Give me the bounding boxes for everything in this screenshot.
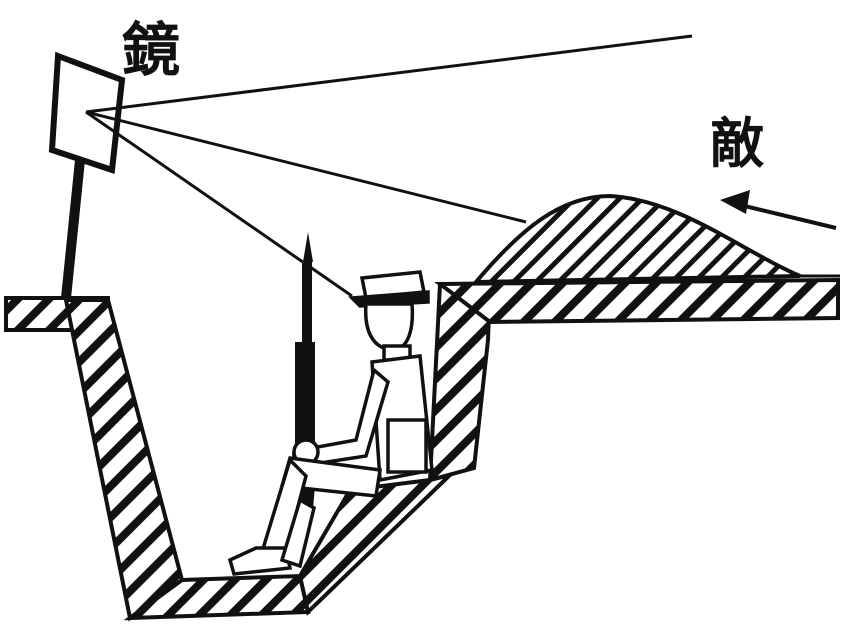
periscope-mirror xyxy=(52,56,122,298)
enemy-direction-arrow-icon xyxy=(720,190,836,228)
sight-line-soldier xyxy=(86,112,352,296)
mirror-post xyxy=(66,160,80,298)
sight-line-mound xyxy=(86,112,526,222)
left-trench-wall xyxy=(66,300,182,618)
enemy-label: 敵 xyxy=(710,111,764,175)
mirror-label: 鏡 xyxy=(122,16,180,84)
right-ground xyxy=(440,280,838,322)
